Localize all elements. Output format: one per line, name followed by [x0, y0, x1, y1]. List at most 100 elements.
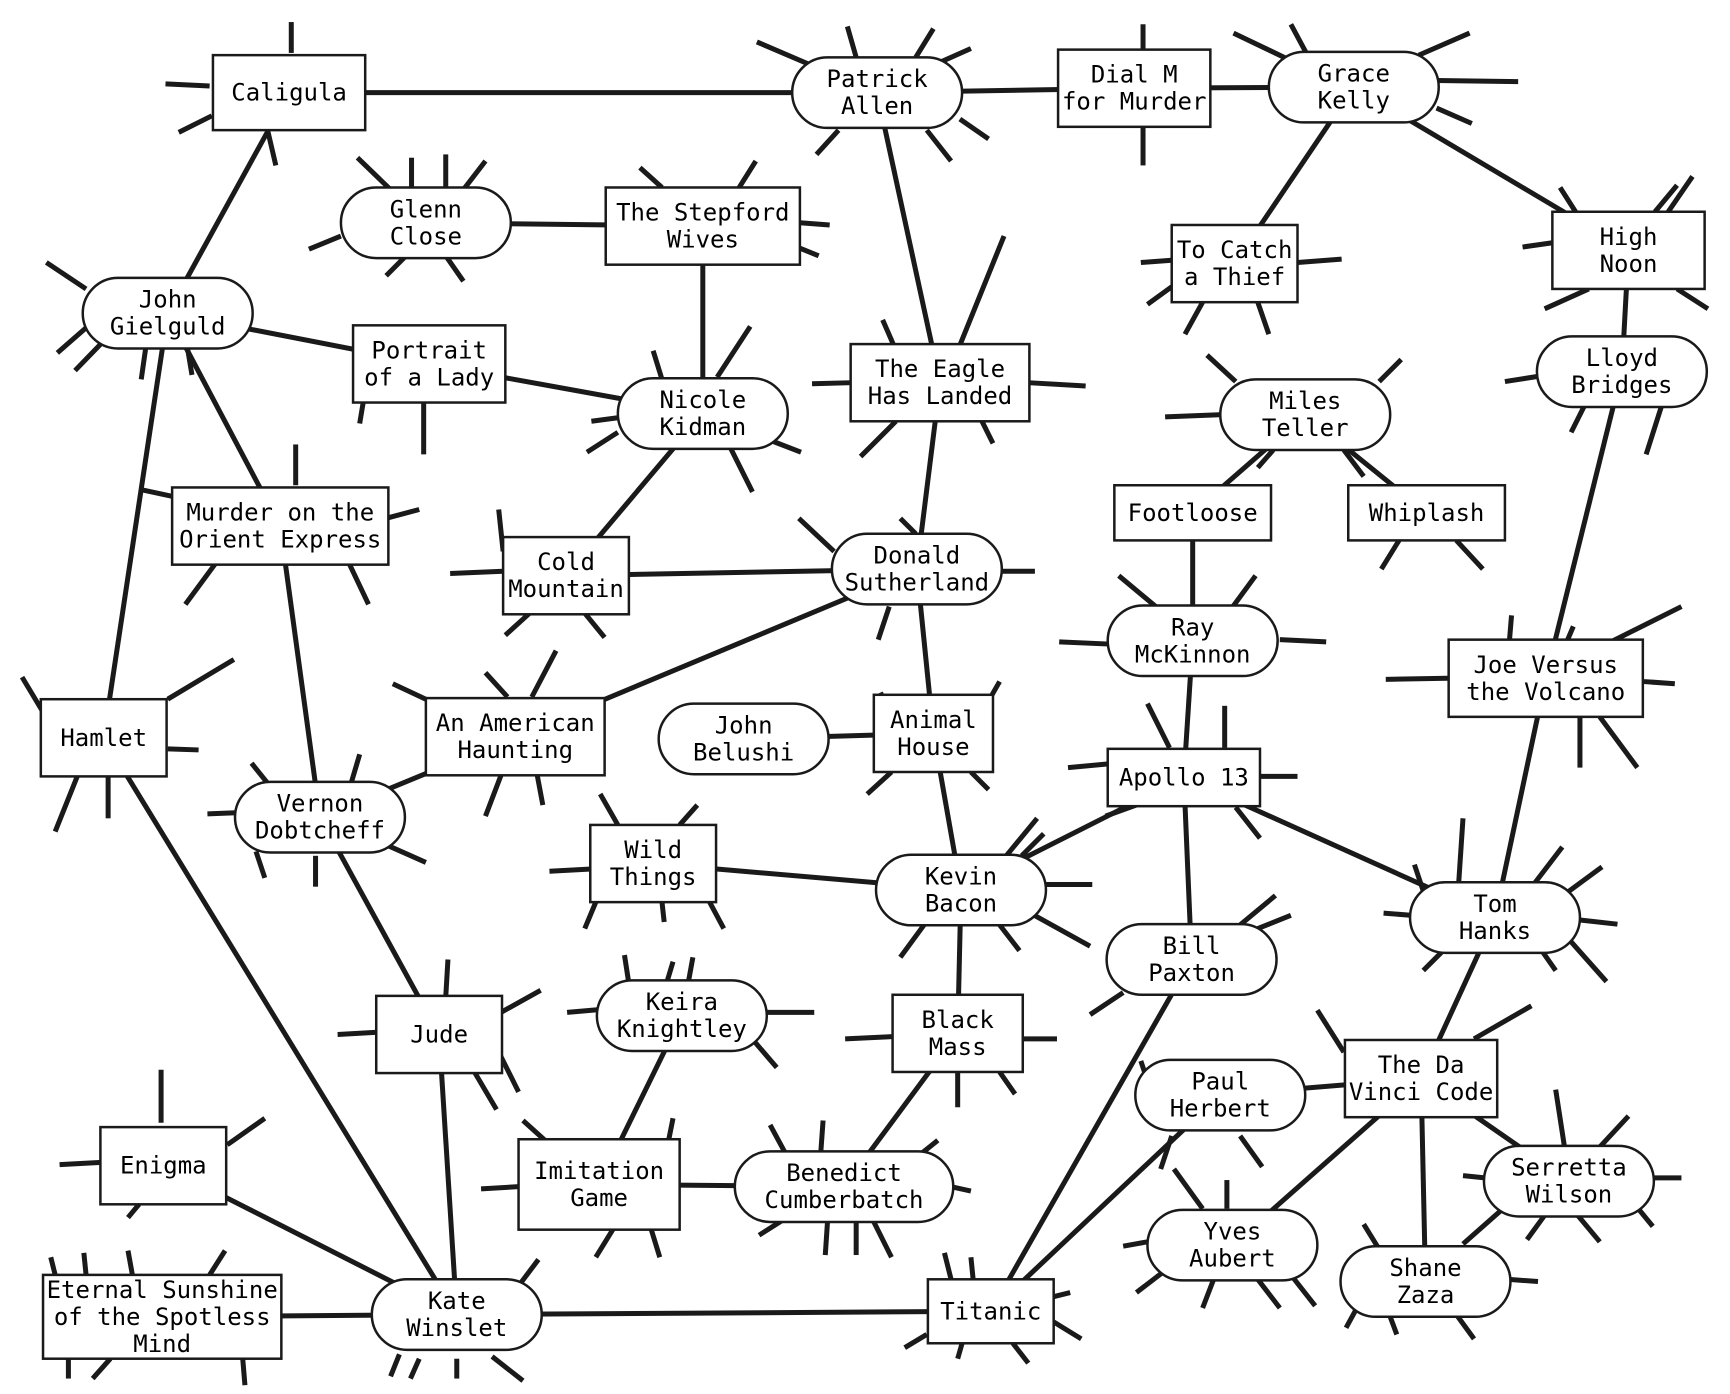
- node-label: Imitation: [534, 1157, 664, 1185]
- actor-shape: [830, 532, 1004, 606]
- dangling-edge: [59, 1159, 102, 1168]
- dangling-edge: [1019, 831, 1046, 858]
- node-label: Benedict: [786, 1159, 902, 1187]
- film-box: [99, 1125, 228, 1206]
- node-label: An American: [436, 709, 595, 737]
- node-label: High: [1600, 223, 1658, 251]
- node-label: Titanic: [940, 1297, 1041, 1325]
- dangling-edge: [1653, 183, 1679, 214]
- film-box: [39, 697, 168, 778]
- dangling-edge: [865, 770, 894, 796]
- actor-shape: [657, 702, 830, 776]
- node-label: John: [715, 711, 773, 739]
- dangling-edge: [48, 1256, 58, 1276]
- dangling-edge: [1004, 816, 1040, 858]
- dangling-edge: [1577, 917, 1618, 927]
- film-node-caligula: Caligula: [211, 53, 367, 132]
- dangling-edge: [1575, 1213, 1602, 1244]
- node-label: Murder on the: [186, 499, 374, 527]
- dangling-edge: [1435, 105, 1473, 126]
- dangling-edge: [957, 235, 1007, 347]
- node-label: Wilson: [1526, 1181, 1613, 1209]
- dangling-edge: [771, 438, 802, 455]
- node-label: Winslet: [406, 1314, 507, 1342]
- dangling-edge: [913, 27, 936, 59]
- node-label: Noon: [1600, 250, 1658, 278]
- dangling-edge: [443, 254, 466, 283]
- dangling-edge: [728, 446, 755, 493]
- node-label: Serretta: [1511, 1154, 1627, 1182]
- dangling-edge: [240, 1358, 248, 1386]
- dangling-edge: [995, 920, 1022, 953]
- dangling-edge: [638, 165, 664, 190]
- dangling-edge: [593, 1227, 616, 1259]
- dangling-edge: [490, 1354, 525, 1383]
- node-label: Bill: [1163, 932, 1221, 960]
- edge-john_gielgud-hamlet: [101, 312, 171, 739]
- node-label: Kate: [428, 1287, 486, 1315]
- node-label: Ray: [1171, 613, 1214, 641]
- dangling-edge: [666, 1117, 676, 1141]
- dangling-edge: [924, 128, 954, 163]
- dangling-edge: [1597, 715, 1640, 770]
- dangling-edge: [1569, 940, 1609, 984]
- dangling-edge: [225, 1116, 267, 1147]
- node-label: Dial M: [1091, 61, 1178, 89]
- dangling-edge: [503, 611, 532, 638]
- dangling-edge: [90, 1357, 113, 1381]
- dangling-edge: [450, 568, 504, 576]
- film-node-footloose: Footloose: [1113, 484, 1273, 542]
- film-box: [1056, 48, 1212, 129]
- dangling-edge: [767, 1123, 788, 1155]
- node-label: Hamlet: [60, 724, 147, 752]
- dangling-edge: [1288, 1273, 1318, 1308]
- dangling-edge: [1675, 286, 1710, 311]
- dangling-edge: [346, 561, 371, 606]
- node-label: McKinnon: [1135, 640, 1251, 668]
- dangling-edge: [1597, 1114, 1631, 1149]
- film-box: [374, 994, 504, 1075]
- dangling-edge: [1165, 412, 1223, 420]
- node-label: Knightley: [617, 1015, 747, 1043]
- dangling-edge: [1288, 23, 1310, 57]
- dangling-edge: [1666, 175, 1695, 214]
- actor-shape: [595, 979, 769, 1053]
- dangling-edge: [869, 1216, 894, 1259]
- dangling-edge: [997, 1070, 1018, 1096]
- dangling-edge: [737, 159, 758, 189]
- dangling-edge: [1377, 357, 1403, 384]
- actor-shape: [616, 377, 790, 451]
- dangling-edge: [958, 117, 990, 142]
- dangling-edge: [1379, 539, 1402, 571]
- node-label: a Thief: [1184, 263, 1285, 291]
- dangling-edge: [1279, 637, 1327, 645]
- node-label: Grace: [1318, 60, 1390, 88]
- dangling-edge: [1341, 448, 1366, 478]
- node-label: Vernon: [277, 790, 364, 818]
- dangling-edge: [125, 1250, 135, 1276]
- edge-lloyd_bridges-joe_volcano: [1543, 371, 1625, 679]
- dangling-edge: [81, 1252, 89, 1276]
- node-label: Shane: [1389, 1254, 1461, 1282]
- actor-shape: [1482, 1144, 1656, 1218]
- actor-shape: [733, 1150, 955, 1224]
- dangling-edge: [183, 560, 219, 606]
- dangling-edge: [875, 605, 892, 641]
- dangling-edge: [1506, 615, 1515, 643]
- node-label: Mass: [929, 1033, 987, 1061]
- film-node-enigma: Enigma: [99, 1125, 228, 1206]
- dangling-edge: [1456, 818, 1466, 885]
- node-label: John: [139, 286, 197, 314]
- film-box: [1106, 747, 1262, 808]
